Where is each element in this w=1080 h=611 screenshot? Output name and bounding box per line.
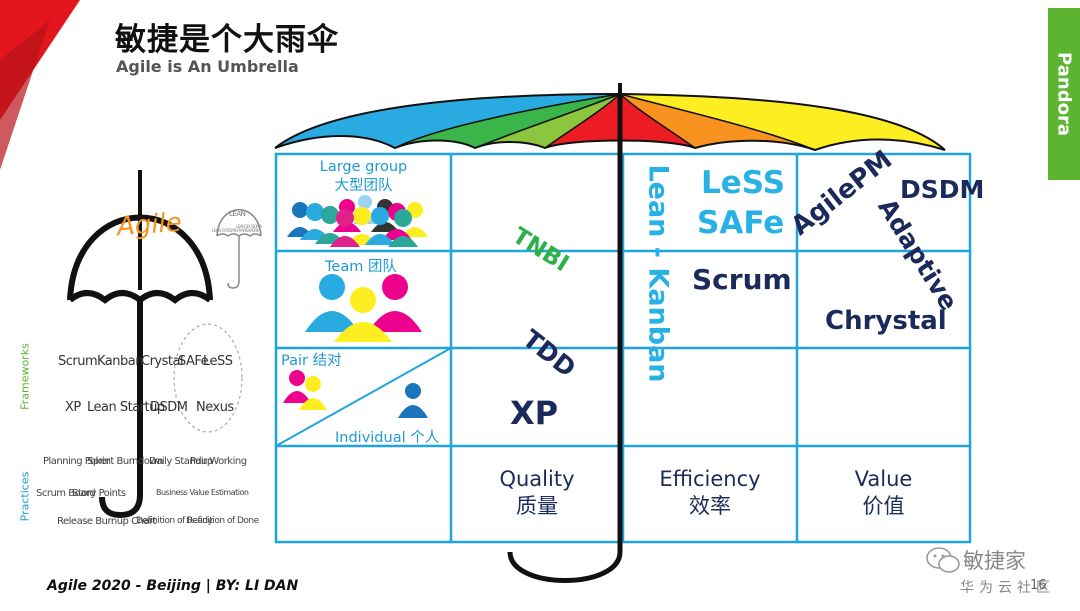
slide-number: 16 bbox=[1030, 578, 1047, 593]
practice-item: Release Burnup Chart bbox=[57, 516, 157, 527]
practice-item: Sprint Burndown bbox=[87, 456, 163, 467]
column-label-value: Value 价值 bbox=[797, 466, 970, 520]
practice-item: Story Points bbox=[72, 488, 126, 499]
framework-item: LeSS bbox=[203, 354, 233, 369]
row-label-pair: Pair 结对 bbox=[281, 349, 342, 370]
page-title: 敏捷是个大雨伞 bbox=[115, 22, 339, 58]
practice-item: Pair Working bbox=[190, 456, 247, 467]
practice-item: Definition of Ready bbox=[136, 516, 213, 526]
large-group-people-icon bbox=[287, 195, 428, 247]
row-label-en: Large group bbox=[319, 159, 408, 175]
practice-item: Scrum Board bbox=[36, 488, 96, 499]
lean-sub1: LEAN SYSTEMS FRAMEWORK bbox=[212, 228, 259, 233]
row-label-cn: 团队 bbox=[367, 259, 397, 275]
method-safe: SAFe bbox=[697, 205, 785, 241]
watermark-name: 敏捷家 bbox=[963, 549, 1026, 573]
practice-item: Business Value Estimation bbox=[156, 488, 249, 497]
column-label-en: Efficiency bbox=[659, 467, 761, 491]
column-label-quality: Quality 质量 bbox=[451, 466, 623, 520]
column-label-en: Quality bbox=[499, 467, 575, 491]
framework-item: Lean Startup bbox=[87, 400, 165, 415]
row-label-en: Team bbox=[325, 259, 364, 275]
practice-item: Definition of Done bbox=[186, 516, 259, 526]
canopy-green bbox=[395, 94, 620, 148]
framework-item: DSDM bbox=[150, 400, 188, 415]
framework-item: SAFe bbox=[178, 354, 209, 369]
framework-item: Scrum bbox=[58, 354, 98, 369]
method-dsdm: DSDM bbox=[900, 175, 985, 204]
row-label-cn: 结对 bbox=[312, 353, 342, 369]
individual-person-icon bbox=[398, 383, 428, 418]
framework-item: Kanban bbox=[97, 354, 143, 369]
dashed-circle bbox=[173, 323, 243, 433]
column-label-cn: 效率 bbox=[689, 494, 731, 518]
pair-people-icon bbox=[283, 370, 327, 410]
method-lean-kanban: Lean - Kanban bbox=[642, 164, 674, 383]
column-label-cn: 质量 bbox=[516, 494, 558, 518]
lean-sub2: LEAN SIX SIGMA bbox=[236, 224, 262, 229]
row-label-team: Team 团队 bbox=[325, 255, 397, 276]
method-chrystal: Chrystal bbox=[825, 306, 947, 336]
lean-umbrella-icon bbox=[216, 209, 262, 289]
canopy-orange bbox=[620, 94, 815, 150]
page-subtitle: Agile is An Umbrella bbox=[116, 57, 299, 76]
practice-item: Planning Poker bbox=[43, 456, 110, 467]
canopy-blue bbox=[275, 94, 620, 148]
column-label-en: Value bbox=[854, 467, 913, 491]
row-label-individual: Individual 个人 bbox=[335, 430, 440, 446]
side-tab: Pandora bbox=[1048, 8, 1080, 180]
method-less: LeSS bbox=[701, 165, 786, 201]
watermark-sub: 华为云社区 bbox=[960, 580, 1055, 596]
lean-label: LEAN bbox=[229, 210, 246, 218]
sketch-umbrella bbox=[67, 170, 213, 519]
row-label-en: Pair bbox=[281, 353, 308, 369]
footer-text: Agile 2020 - Beijing | BY: LI DAN bbox=[47, 578, 299, 594]
practice-item: Daily Standup bbox=[149, 456, 213, 467]
framework-item: XP bbox=[65, 400, 81, 415]
wechat-icon bbox=[926, 547, 960, 573]
method-scrum: Scrum bbox=[692, 263, 792, 296]
framework-item: Nexus bbox=[196, 400, 234, 415]
row-label-large-group: Large group 大型团队 bbox=[276, 158, 451, 196]
method-xp: XP bbox=[510, 394, 559, 432]
framework-item: Crystal bbox=[141, 354, 184, 369]
corner-decoration bbox=[0, 0, 80, 170]
column-label-cn: 价值 bbox=[862, 494, 905, 518]
team-people-icon bbox=[305, 274, 422, 342]
row-label-cn: 大型团队 bbox=[334, 178, 393, 194]
canopy-yellow bbox=[620, 94, 945, 150]
column-label-efficiency: Efficiency 效率 bbox=[623, 466, 797, 520]
